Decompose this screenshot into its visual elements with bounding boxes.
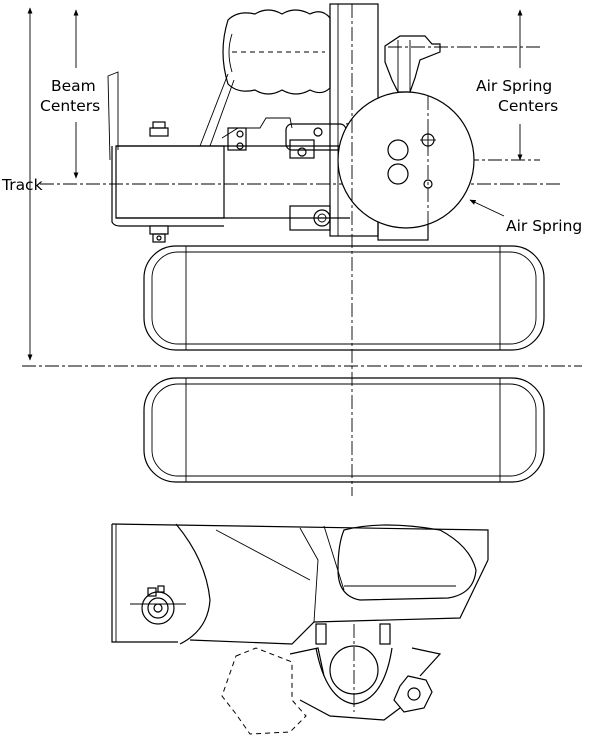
side-view [111,523,489,735]
beam-centers-label-line1: Beam [51,77,96,95]
tire-lower [143,377,545,483]
upper-air-spring [222,9,331,95]
air-spring-label: Air Spring [506,217,582,235]
trailing-beam [107,71,350,227]
upper-linkage [384,35,441,93]
air-spring-leader [469,199,505,217]
tire-upper [143,245,545,351]
air-spring-top [337,91,475,230]
beam-bolts [149,121,169,243]
air-spring-centers-label-line1: Air Spring [476,77,552,95]
beam-centers-label-line2: Centers [40,97,100,115]
air-spring-centers-label-line2: Centers [498,97,558,115]
track-label: Track [1,176,43,194]
